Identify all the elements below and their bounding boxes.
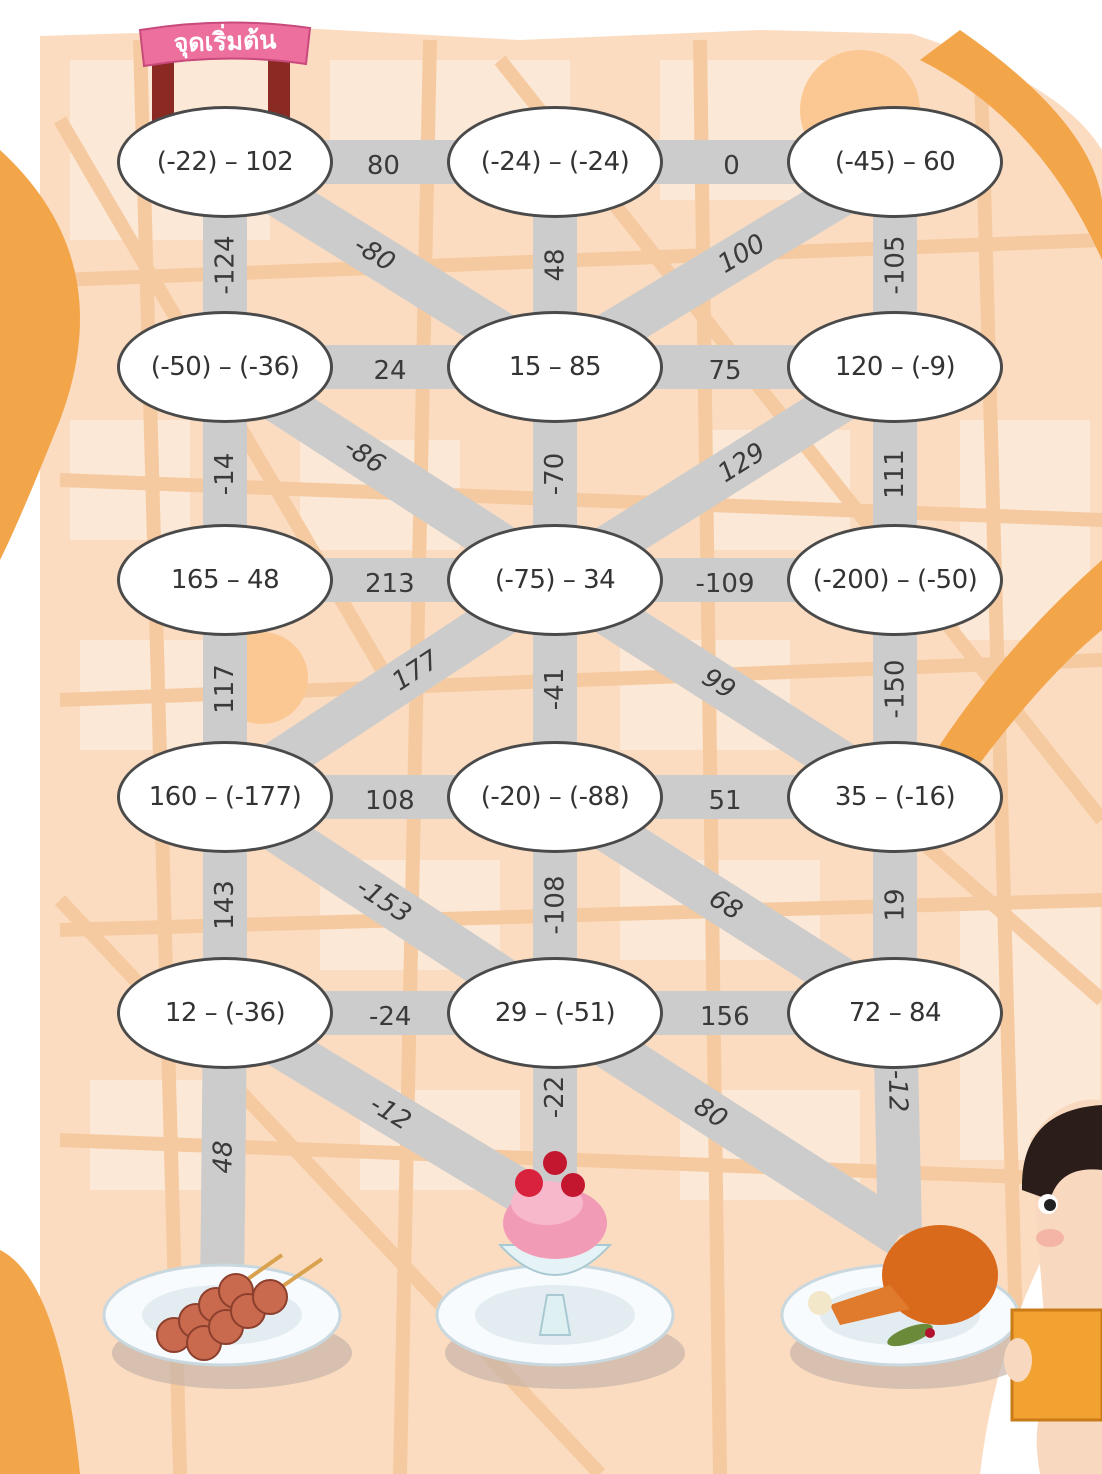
expression-node[interactable]: (-75) – 34: [447, 524, 663, 636]
edge-value-label: 156: [700, 1002, 750, 1032]
edge-value-label: -41: [540, 667, 570, 709]
expression-node[interactable]: 15 – 85: [447, 311, 663, 423]
expression-node[interactable]: 165 – 48: [117, 524, 333, 636]
expression-text: (-50) – (-36): [151, 352, 300, 382]
edge-value-label: -105: [880, 235, 910, 294]
edge-value-label: -109: [696, 569, 755, 599]
expression-text: 72 – 84: [849, 998, 941, 1028]
expression-text: 165 – 48: [171, 565, 279, 595]
expression-node[interactable]: (-50) – (-36): [117, 311, 333, 423]
edge-value-label: 213: [365, 569, 415, 599]
expression-text: (-45) – 60: [835, 147, 955, 177]
edge-value-label: 51: [709, 786, 742, 816]
edge-value-label: 0: [723, 151, 740, 181]
edge-value-label: -150: [880, 659, 910, 718]
start-label: จุดเริ่มต้น: [135, 19, 314, 65]
edge-value-label: 19: [880, 888, 910, 921]
expression-text: (-20) – (-88): [481, 782, 630, 812]
expression-text: 15 – 85: [509, 352, 601, 382]
expression-node[interactable]: 35 – (-16): [787, 741, 1003, 853]
edge-value-label: 117: [210, 664, 240, 714]
expression-node[interactable]: (-20) – (-88): [447, 741, 663, 853]
expression-node[interactable]: 160 – (-177): [117, 741, 333, 853]
edge-value-label: -12: [882, 1069, 913, 1112]
expression-node[interactable]: (-24) – (-24): [447, 106, 663, 218]
edge-value-label: 111: [880, 449, 910, 499]
boy-cheek: [1036, 1229, 1064, 1247]
expression-text: (-75) – 34: [495, 565, 615, 595]
expression-text: 12 – (-36): [165, 998, 285, 1028]
edge-value-label: -70: [540, 452, 570, 494]
expression-node[interactable]: 29 – (-51): [447, 957, 663, 1069]
edge-value-label: -108: [540, 875, 570, 934]
expression-text: (-24) – (-24): [481, 147, 630, 177]
expression-text: 35 – (-16): [835, 782, 955, 812]
edge-value-label: -22: [540, 1075, 570, 1117]
expression-text: (-200) – (-50): [813, 565, 978, 595]
edge-value-label: 24: [374, 356, 407, 386]
expression-node[interactable]: (-22) – 102: [117, 106, 333, 218]
expression-node[interactable]: (-45) – 60: [787, 106, 1003, 218]
edge-value-label: -24: [369, 1002, 411, 1032]
expression-node[interactable]: 120 – (-9): [787, 311, 1003, 423]
edge-value-label: 75: [709, 356, 742, 386]
boy-hand: [1004, 1338, 1032, 1382]
expression-node[interactable]: 72 – 84: [787, 957, 1003, 1069]
expression-text: (-22) – 102: [157, 147, 293, 177]
edge-value-label: 80: [367, 151, 400, 181]
expression-text: 29 – (-51): [495, 998, 615, 1028]
edge-value-label: -124: [210, 235, 240, 294]
edge-value-label: 108: [365, 786, 415, 816]
edge-value-label: 143: [210, 880, 240, 930]
expression-text: 160 – (-177): [149, 782, 301, 812]
expression-node[interactable]: 12 – (-36): [117, 957, 333, 1069]
edge-value-label: 48: [540, 248, 570, 281]
boy-pupil: [1044, 1199, 1056, 1211]
edge-value-label: -14: [210, 452, 240, 494]
edge-value-label: 48: [208, 1140, 238, 1173]
expression-text: 120 – (-9): [835, 352, 955, 382]
expression-node[interactable]: (-200) – (-50): [787, 524, 1003, 636]
